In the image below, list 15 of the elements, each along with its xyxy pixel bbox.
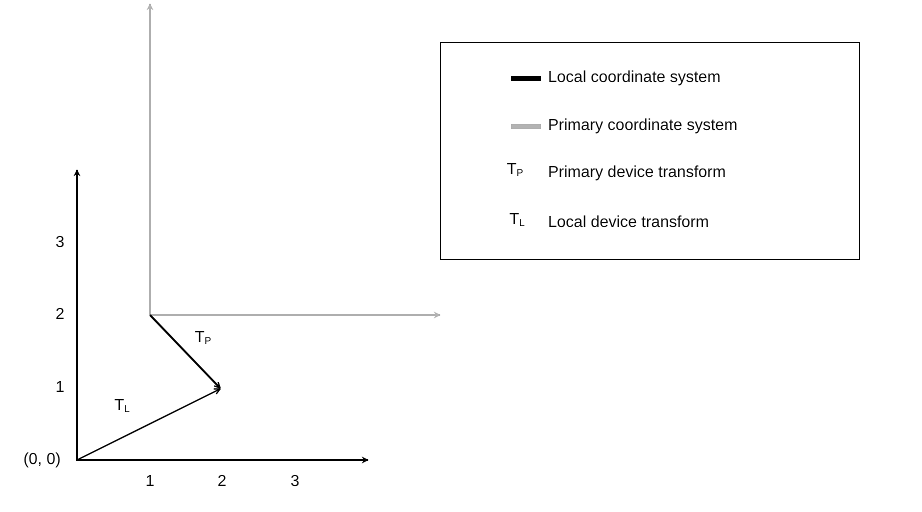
legend-symbol: T$_{L}$: [509, 210, 525, 231]
legend-text: Primary coordinate system: [548, 116, 738, 136]
axis-tick-label: (0, 0): [23, 450, 61, 470]
legend-symbol: T$_{P}$: [506, 160, 524, 181]
legend-text: Primary device transform: [548, 163, 726, 183]
legend-text: Local coordinate system: [548, 68, 721, 88]
axis-tick-label: 3: [290, 472, 300, 492]
axis-tick-label: 3: [56, 233, 64, 253]
axis-tick-label: 2: [56, 305, 64, 325]
axis-tick-label: 1: [56, 378, 64, 398]
axis-tick-label: 2: [218, 472, 226, 492]
vector-label: T$_{P}$: [194, 328, 212, 349]
legend-text: Local device transform: [548, 213, 709, 233]
vector-label: T$_{L}$: [114, 396, 130, 417]
axis-tick-label: 1: [146, 472, 154, 492]
